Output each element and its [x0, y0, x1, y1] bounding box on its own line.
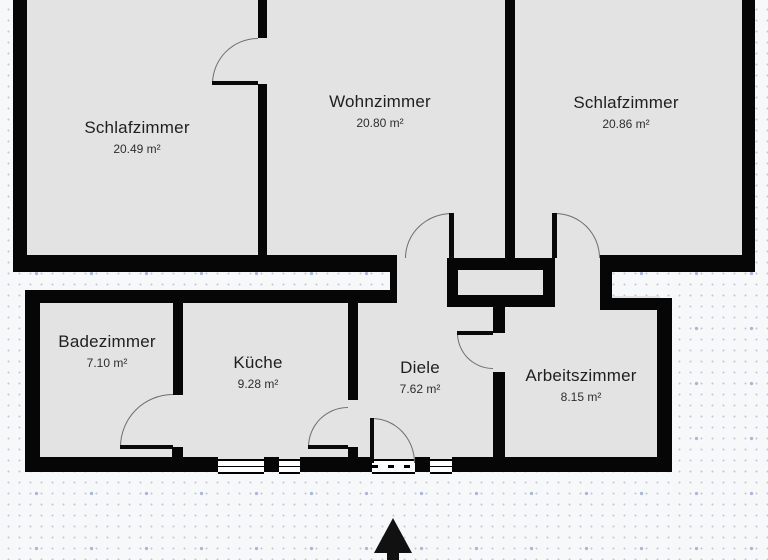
wall-kueche-diele: [348, 303, 358, 400]
shaft-wall-top: [447, 258, 555, 270]
wall-bottom-mullion: [264, 457, 279, 472]
wall-arbeitszimmer-top: [600, 298, 672, 310]
room-label-kueche: Küche 9.28 m²: [233, 353, 282, 391]
door-leaf-schlafzimmer-links: [212, 81, 258, 85]
north-arrow-icon: [374, 518, 412, 560]
shaft-wall-bottom: [447, 295, 555, 307]
room-label-badezimmer: Badezimmer 7.10 m²: [58, 332, 155, 370]
room-area: 9.28 m²: [237, 377, 279, 391]
room-name: Diele: [400, 358, 440, 377]
room-label-diele: Diele 7.62 m²: [400, 358, 441, 396]
wall-divider-wohnzimmer-schlafzimmer: [505, 0, 515, 258]
room-label-wohnzimmer: Wohnzimmer 20.80 m²: [329, 92, 431, 130]
wall-lower-top: [25, 290, 397, 303]
room-area: 7.10 m²: [86, 356, 128, 370]
wall-upper-bottom-right: [600, 255, 755, 272]
wall-divider-schlafzimmer-wohnzimmer-a: [258, 0, 267, 38]
wall-upper-bottom-left: [13, 255, 397, 272]
wall-lower-left: [25, 290, 40, 472]
shaft-wall-left: [447, 258, 458, 307]
wall-passage-right-edge: [600, 258, 612, 298]
shaft-wall-right: [543, 258, 555, 307]
door-leaf-badezimmer: [120, 445, 173, 449]
room-name: Schlafzimmer: [573, 93, 679, 112]
shaft-floor: [458, 270, 543, 295]
room-label-schlafzimmer-rechts: Schlafzimmer 20.86 m²: [573, 93, 678, 131]
wall-connector: [390, 255, 397, 303]
door-leaf-wohnzimmer: [449, 213, 454, 258]
room-area: 8.15 m²: [560, 390, 602, 404]
wall-bottom-seg1: [25, 457, 218, 472]
door-leaf-entrance: [370, 418, 374, 463]
wall-badezimmer-kueche: [173, 303, 183, 395]
room-label-arbeitszimmer: Arbeitszimmer 8.15 m²: [525, 366, 636, 404]
wall-kueche-diele-stub: [348, 447, 358, 459]
room-floor-upper-block: [27, 0, 742, 258]
door-leaf-kueche: [308, 445, 348, 449]
room-name: Arbeitszimmer: [525, 366, 637, 385]
wall-badezimmer-kueche-stub: [172, 447, 183, 459]
room-label-schlafzimmer-links: Schlafzimmer 20.49 m²: [84, 118, 189, 156]
room-name: Wohnzimmer: [329, 92, 431, 111]
wall-diele-arbeitszimmer-upper: [493, 307, 505, 333]
wall-upper-right: [742, 0, 755, 272]
room-area: 20.80 m²: [356, 116, 404, 130]
wall-bottom-seg2: [300, 457, 372, 472]
room-name: Schlafzimmer: [84, 118, 190, 137]
room-area: 20.49 m²: [113, 142, 161, 156]
wall-upper-left: [13, 0, 27, 272]
room-area: 7.62 m²: [399, 382, 441, 396]
room-name: Badezimmer: [58, 332, 156, 351]
room-name: Küche: [233, 353, 283, 372]
door-leaf-arbeitszimmer: [457, 331, 493, 335]
window-kueche-pane1: [218, 459, 264, 474]
wall-bottom-seg4: [452, 457, 672, 472]
window-diele-sidelight: [430, 459, 452, 474]
room-area: 20.86 m²: [602, 117, 650, 131]
window-kueche-pane2: [279, 459, 300, 474]
wall-diele-arbeitszimmer-lower: [493, 372, 505, 457]
door-leaf-schlafzimmer-rechts: [552, 213, 557, 258]
wall-lower-right: [657, 298, 672, 472]
wall-divider-schlafzimmer-wohnzimmer-b: [258, 84, 267, 255]
wall-bottom-seg3: [415, 457, 430, 472]
